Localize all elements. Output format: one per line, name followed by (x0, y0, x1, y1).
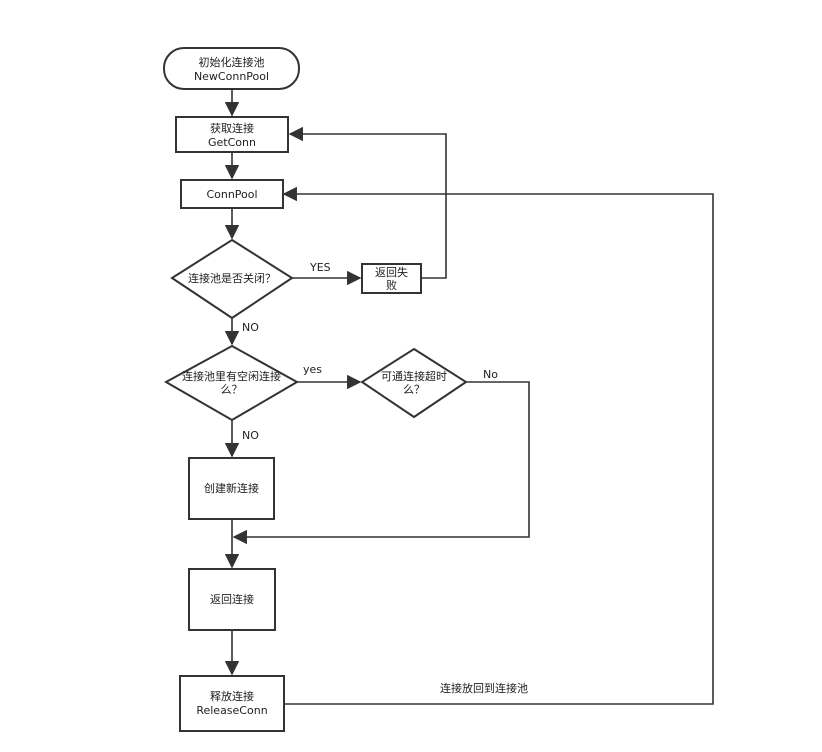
node-return-conn-line1: 返回连接 (210, 593, 254, 606)
node-start: 初始化连接池 NewConnPool (163, 47, 300, 90)
node-return-fail-line2: 败 (386, 278, 397, 292)
node-return-fail: 返回失 败 (361, 263, 422, 294)
label-release-back: 连接放回到连接池 (440, 681, 528, 695)
label-idle-yes: yes (303, 363, 322, 376)
label-closed-yes: YES (309, 261, 331, 274)
edge-fail-to-getconn (288, 126, 447, 279)
label-idle-no: NO (242, 429, 259, 442)
node-has-idle-line2: 么？ (221, 383, 243, 396)
node-has-idle-line1: 连接池里有空闲连接 (182, 369, 281, 383)
node-release-conn: 释放连接 ReleaseConn (179, 675, 285, 732)
node-get-conn-line1: 获取连接 (210, 122, 254, 135)
label-timeout-no: No (483, 368, 498, 381)
node-create-conn: 创建新连接 (188, 457, 275, 520)
edges (224, 89, 714, 705)
node-release-conn-line2: ReleaseConn (196, 704, 267, 717)
node-is-closed: 连接池是否关闭？ (170, 238, 294, 320)
node-conn-pool-line1: ConnPool (206, 188, 257, 201)
node-release-conn-line1: 释放连接 (210, 689, 254, 703)
node-return-fail-line1: 返回失 (375, 266, 408, 279)
node-conn-pool: ConnPool (180, 179, 284, 209)
label-closed-no: NO (242, 321, 259, 334)
node-has-idle: 连接池里有空闲连接 么？ (163, 344, 300, 422)
node-get-conn-line2: GetConn (208, 136, 256, 149)
node-start-line2: NewConnPool (194, 70, 269, 83)
node-return-conn: 返回连接 (188, 568, 276, 631)
node-is-closed-line1: 连接池是否关闭？ (188, 271, 276, 285)
node-timeout-line1: 可通连接超时 (381, 369, 447, 383)
edge-timeout-no (232, 381, 530, 545)
edge-release-to-connpool (282, 186, 714, 705)
node-timeout-line2: 么？ (403, 383, 425, 396)
node-start-line1: 初始化连接池 (199, 55, 265, 69)
node-timeout: 可通连接超时 么？ (360, 347, 468, 419)
node-create-conn-line1: 创建新连接 (204, 481, 259, 495)
node-get-conn: 获取连接 GetConn (175, 116, 289, 153)
